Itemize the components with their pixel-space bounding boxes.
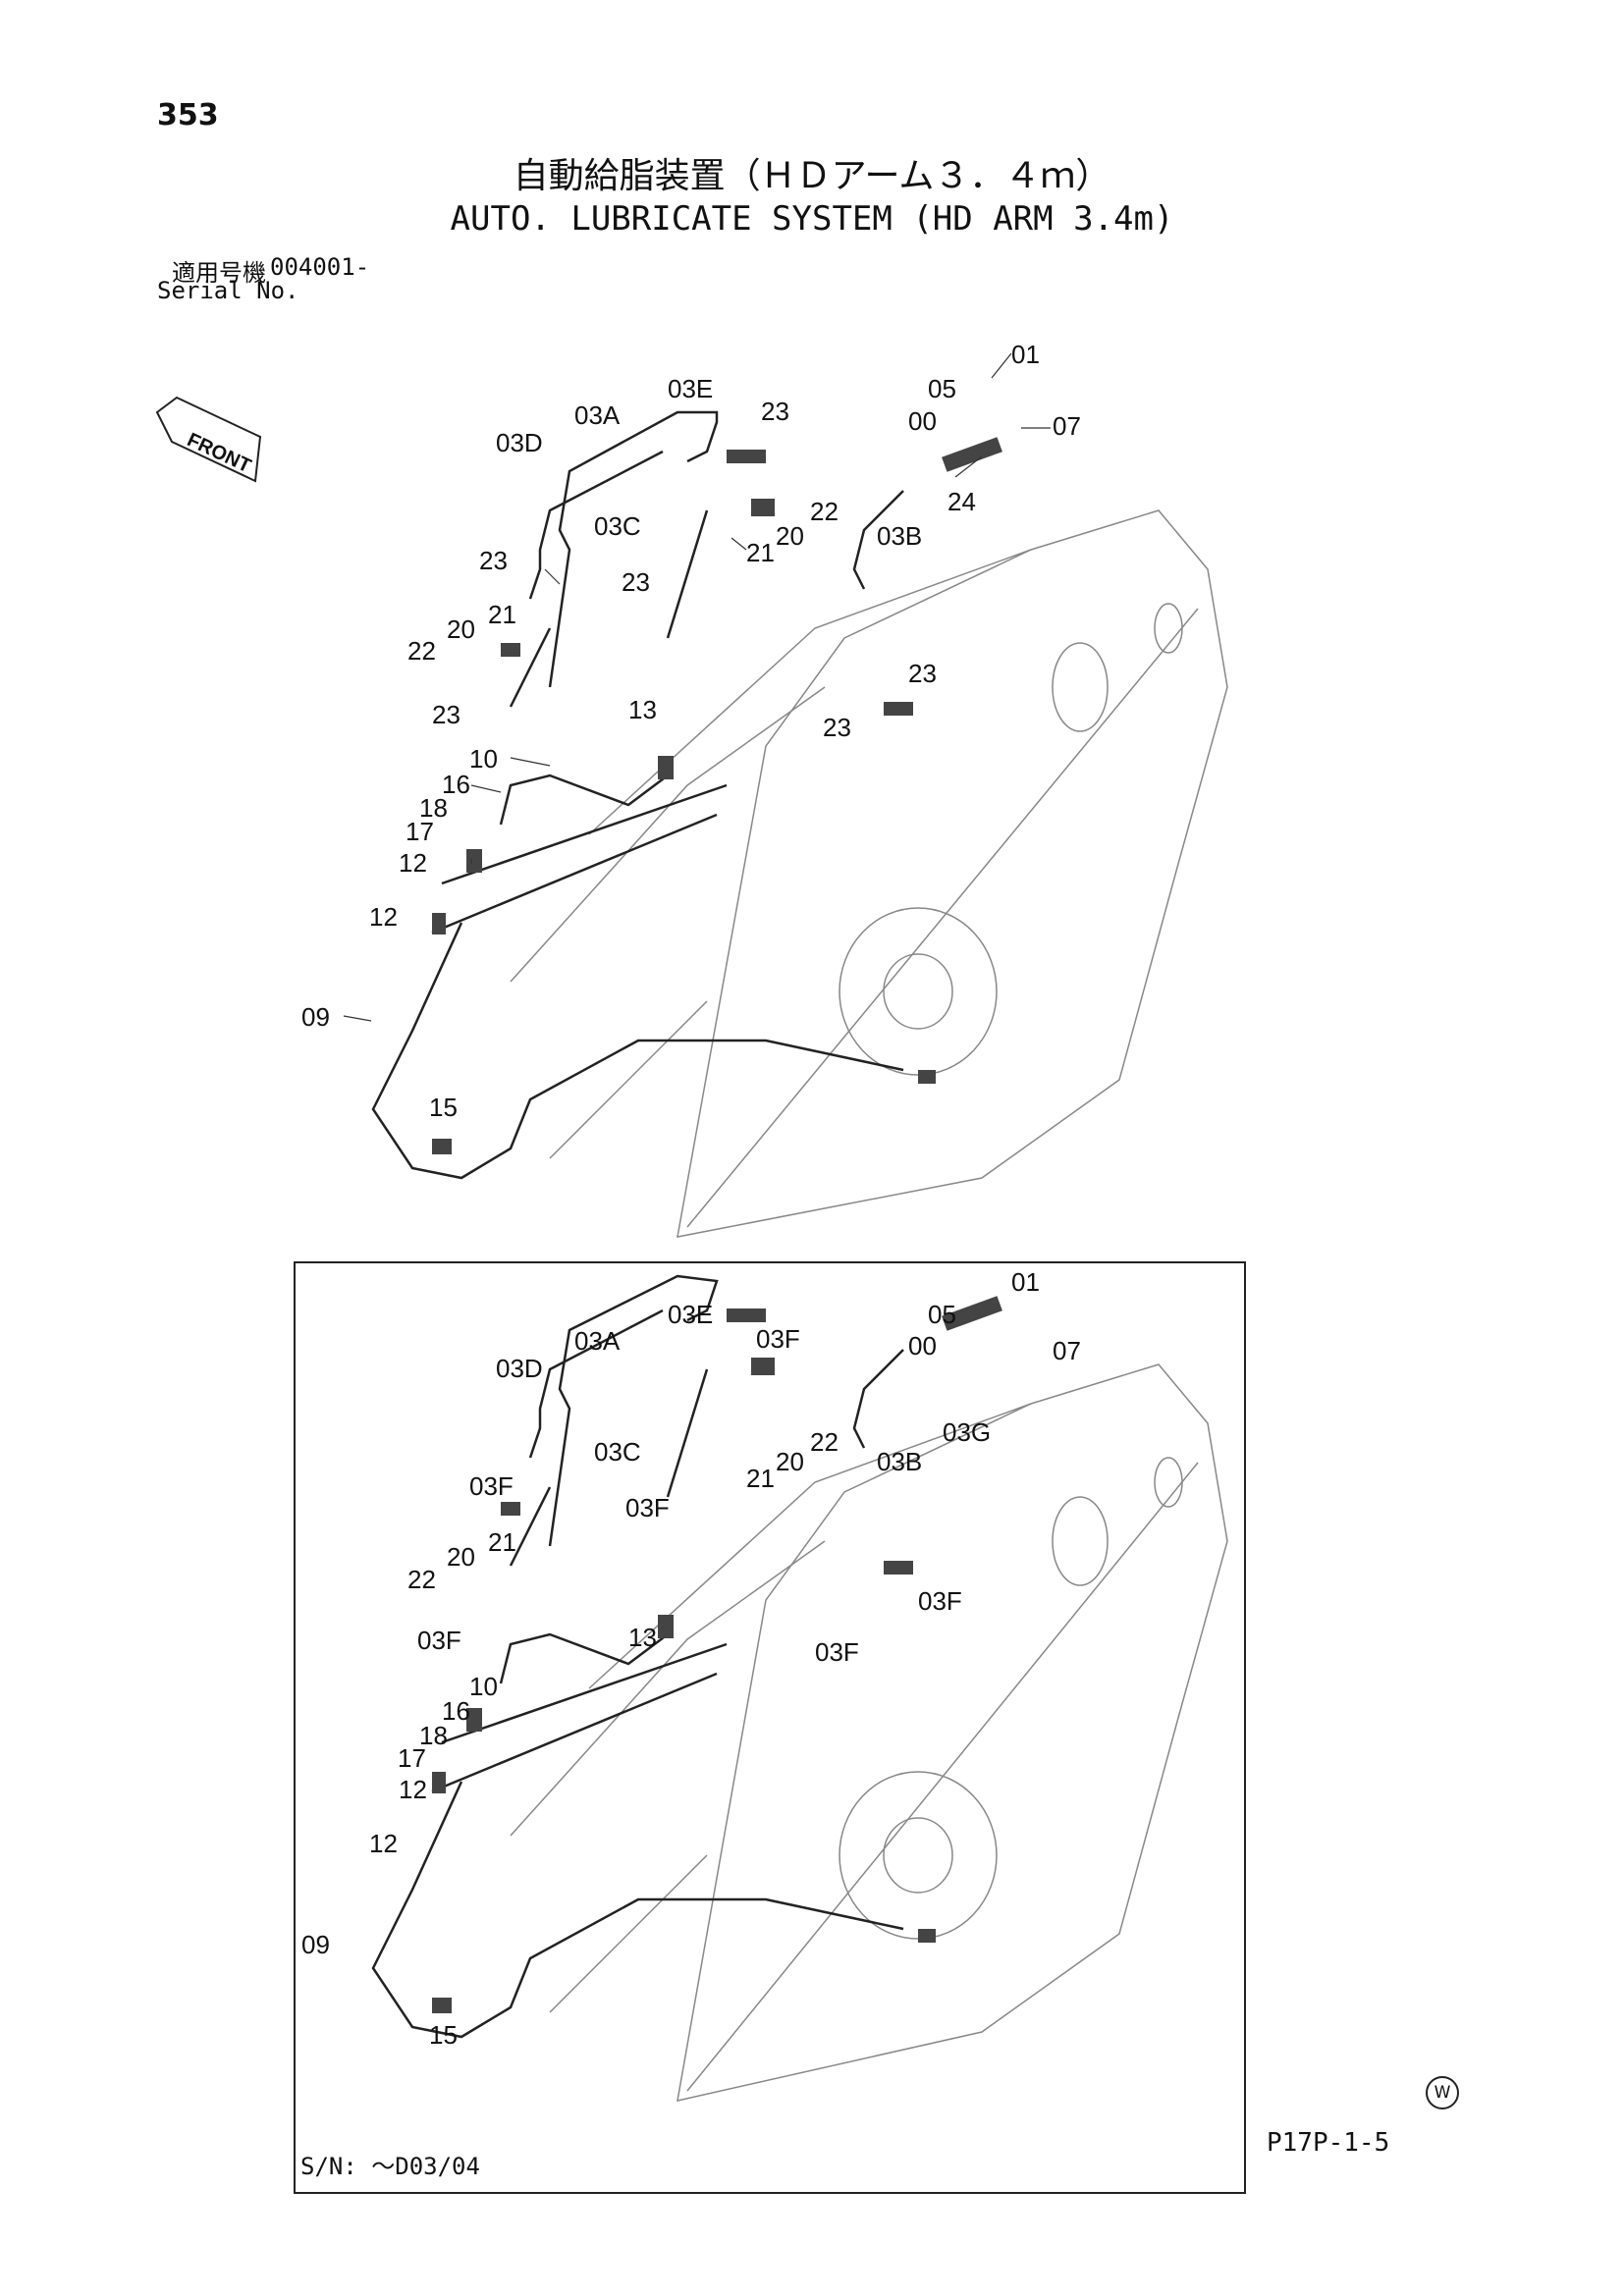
callout-label: 22 (407, 1565, 436, 1594)
callout-label: 23 (823, 713, 851, 742)
callout-label: 10 (469, 1672, 498, 1701)
callout-label: 15 (429, 1093, 458, 1122)
corner-mark: W (1426, 2076, 1459, 2109)
callout-label: 01 (1011, 1267, 1040, 1297)
callout-label: 09 (301, 1930, 330, 1959)
lubrication-hoses (371, 1274, 904, 2039)
callout-label: 03F (756, 1324, 800, 1354)
callout-label: 03C (594, 1437, 641, 1467)
callout-label: 12 (369, 1829, 398, 1858)
callout-label: 03F (469, 1471, 514, 1501)
callout-label: 18 (419, 1721, 448, 1750)
callout-label: 01 (1011, 340, 1040, 369)
page-number: 353 (157, 98, 219, 133)
callout-label: 03F (625, 1493, 670, 1522)
callout-label: 03F (918, 1586, 962, 1616)
callout-label: 20 (776, 521, 804, 551)
callout-label: 03D (496, 428, 543, 457)
callout-label: 03D (496, 1354, 543, 1383)
callout-label: 21 (488, 600, 516, 629)
callout-label: 17 (406, 817, 434, 846)
serial-label-english: Serial No. (157, 277, 299, 304)
front-arrow-indicator: FRONT (155, 396, 262, 483)
callout-label: 22 (810, 497, 839, 526)
callout-label: 15 (429, 2020, 458, 2050)
callout-label: 10 (469, 744, 498, 774)
callout-label: 03G (943, 1417, 991, 1447)
serial-note: S/N: ～D03/04 (300, 2153, 480, 2180)
arm-structure-outline (510, 1363, 1228, 2102)
diagram-frame (294, 1261, 1246, 2194)
callout-label: 03A (574, 1326, 621, 1356)
callout-label: 03B (877, 521, 922, 551)
callout-label: 00 (908, 406, 937, 436)
callout-labels: 01 05 00 07 03E 03F 03A 03D 03G 22 20 21… (301, 1267, 1081, 2050)
callout-label: 03F (417, 1626, 461, 1655)
diagram-bottom: 01 05 00 07 03E 03F 03A 03D 03G 22 20 21… (294, 1261, 1246, 2194)
callout-label: 03E (668, 1300, 713, 1329)
fittings (432, 1296, 1002, 2013)
callout-label: 23 (432, 700, 460, 729)
callout-label: 23 (761, 397, 789, 426)
callout-label: 24 (947, 487, 976, 516)
callout-label: 16 (442, 770, 470, 799)
callout-label: 22 (407, 636, 436, 666)
callout-label: 22 (810, 1427, 839, 1457)
serial-value: 004001- (270, 253, 370, 281)
callout-label: 18 (419, 793, 448, 823)
callout-label: 05 (928, 374, 956, 403)
callout-label: 12 (399, 1775, 427, 1804)
page-title-japanese: 自動給脂装置（ＨＤアーム３．４ｍ） (513, 156, 1111, 196)
callout-label: 03C (594, 511, 641, 541)
callout-label: 05 (928, 1300, 956, 1329)
callout-label: 23 (479, 546, 508, 575)
serial-label-japanese: 適用号機 (172, 259, 266, 287)
callout-label: 17 (398, 1743, 426, 1773)
lubrication-hoses (371, 410, 904, 1180)
page-code: P17P-1-5 (1267, 2128, 1390, 2158)
callout-label: 20 (447, 1542, 475, 1572)
fittings (432, 437, 1002, 1154)
callout-label: 07 (1053, 411, 1081, 441)
callout-leaders (343, 352, 1051, 1022)
callout-labels: 01 05 00 07 03E 23 03A 03D 24 22 20 21 0… (301, 340, 1081, 1122)
callout-label: 23 (908, 659, 937, 688)
diagram-top: FRONT 01 05 00 07 03E 23 03A 03D 24 22 2… (155, 340, 1228, 1238)
callout-label: 03E (668, 374, 713, 403)
callout-label: 12 (369, 902, 398, 932)
arm-structure-outline (510, 509, 1228, 1238)
callout-label: 13 (628, 1623, 657, 1652)
callout-label: 07 (1053, 1336, 1081, 1365)
callout-label: 21 (488, 1527, 516, 1557)
page-title-english: AUTO. LUBRICATE SYSTEM (HD ARM 3.4m) (450, 199, 1174, 239)
callout-label: 09 (301, 1002, 330, 1032)
callout-label: 21 (746, 1464, 775, 1493)
callout-label: 03B (877, 1447, 922, 1476)
callout-label: 20 (447, 614, 475, 644)
callout-label: 23 (622, 567, 650, 597)
callout-label: 13 (628, 695, 657, 724)
callout-label: 16 (442, 1696, 470, 1726)
callout-label: 21 (746, 538, 775, 567)
callout-label: 03A (574, 400, 621, 430)
callout-label: 12 (399, 848, 427, 878)
callout-label: 00 (908, 1331, 937, 1361)
callout-label: 20 (776, 1447, 804, 1476)
callout-label: 03F (815, 1637, 859, 1667)
